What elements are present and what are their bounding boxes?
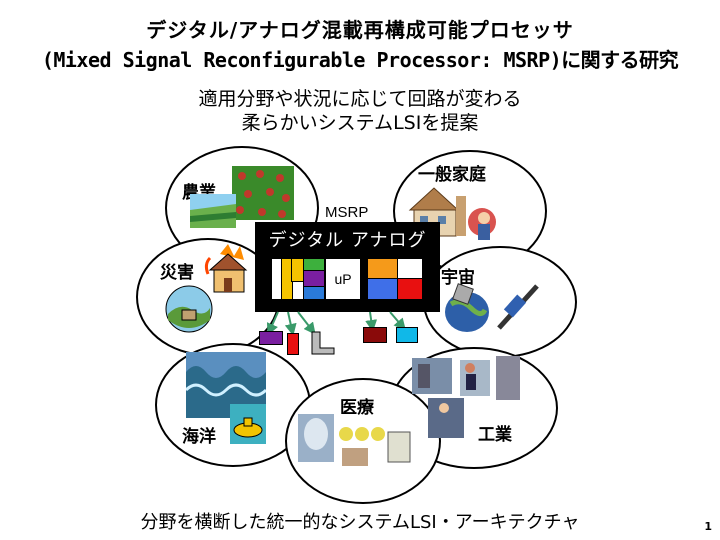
subtitle-line-1: 適用分野や状況に応じて回路が変わる [198, 88, 522, 110]
fire-house-illustration [204, 244, 248, 293]
label-disaster: 災害 [160, 263, 194, 283]
loose-block-gray-l [311, 331, 335, 355]
subtitle-line-2: 柔らかいシステムLSIを提案 [241, 112, 479, 134]
msrp-chip: デジタル アナログ uP [255, 222, 440, 312]
loose-block-darkred [363, 327, 387, 343]
medical-illustration [298, 414, 411, 466]
analog-block-white [397, 258, 423, 280]
loose-block-purple [259, 331, 283, 345]
satellite-illustration [445, 283, 539, 332]
title-line-2: (Mixed Signal Reconfigurable Processor: … [41, 48, 679, 72]
factory-illustration [412, 356, 520, 438]
loose-block-red [287, 333, 299, 355]
title-line-1: デジタル/アナログ混載再構成可能プロセッサ [146, 18, 574, 42]
farm-illustration [190, 166, 294, 228]
submarine-icon [230, 404, 266, 444]
label-space: 宇宙 [441, 268, 475, 288]
landslide-illustration [165, 285, 213, 333]
chip-label: MSRP [325, 204, 369, 221]
chip-title: デジタル アナログ [268, 230, 427, 251]
footer-caption: 分野を横断した統一的なシステムLSI・アーキテクチャ [140, 512, 580, 533]
analog-block-red [397, 278, 423, 300]
processor-block: uP [325, 258, 361, 300]
loose-block-cyan [396, 327, 418, 343]
label-home: 一般家庭 [418, 165, 486, 185]
label-industry: 工業 [478, 425, 512, 445]
block-arrows [266, 311, 406, 336]
label-medical: 医療 [340, 398, 374, 418]
label-ocean: 海洋 [182, 427, 216, 447]
analog-block-orange [367, 258, 399, 280]
page-number: 1 [704, 520, 712, 533]
digital-block-blue [303, 286, 325, 300]
analog-block-blue [367, 278, 399, 300]
